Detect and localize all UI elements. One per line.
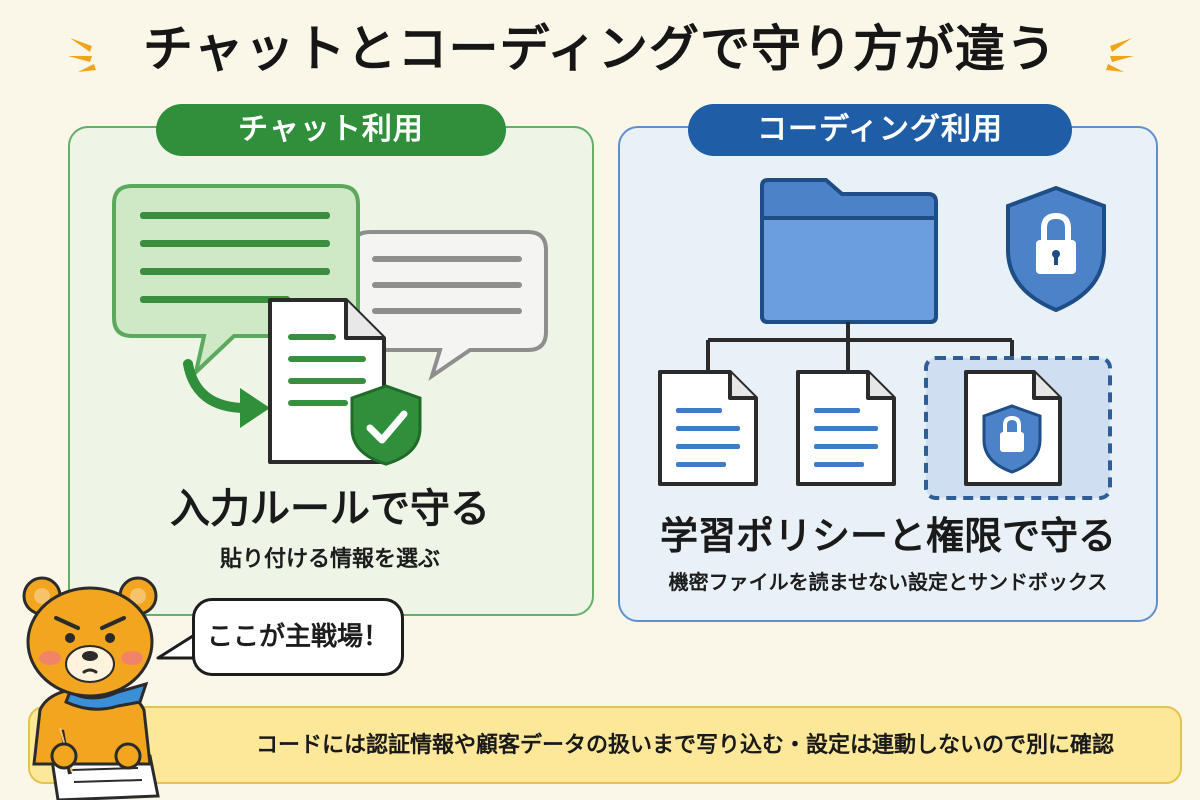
spark-right-icon — [1106, 38, 1134, 72]
folder-icon — [760, 178, 938, 324]
coding-heading: 学習ポリシーと権限で守る — [659, 514, 1116, 558]
chat-subtext: 貼り付ける情報を選ぶ — [219, 547, 440, 572]
tree-connector — [706, 322, 1014, 372]
document-icon — [658, 370, 758, 486]
page-title: チャットとコーディングで守り方が違う — [143, 20, 1057, 78]
shield-lock-icon — [1006, 185, 1106, 313]
chat-heading: 入力ルールで守る — [170, 486, 490, 532]
footer-banner: コードには認証情報や顧客データの扱いまで写り込む・設定は連動しないので別に確認 — [28, 706, 1182, 784]
document-icon — [796, 370, 896, 486]
footer-text: コードには認証情報や顧客データの扱いまで写り込む・設定は連動しないので別に確認 — [255, 733, 1114, 758]
spark-left-icon — [68, 38, 96, 72]
chat-panel-label: チャット利用 — [156, 104, 506, 156]
locked-document-icon — [964, 370, 1062, 486]
shield-check-icon — [350, 384, 422, 466]
bear-mascot-icon — [22, 576, 160, 800]
coding-subtext: 機密ファイルを読ませない設定とサンドボックス — [668, 570, 1108, 594]
mascot-speech-bubble: ここが主戦場！ — [192, 598, 404, 676]
curved-arrow-icon — [183, 359, 270, 428]
coding-panel-label: コーディング利用 — [688, 104, 1072, 156]
